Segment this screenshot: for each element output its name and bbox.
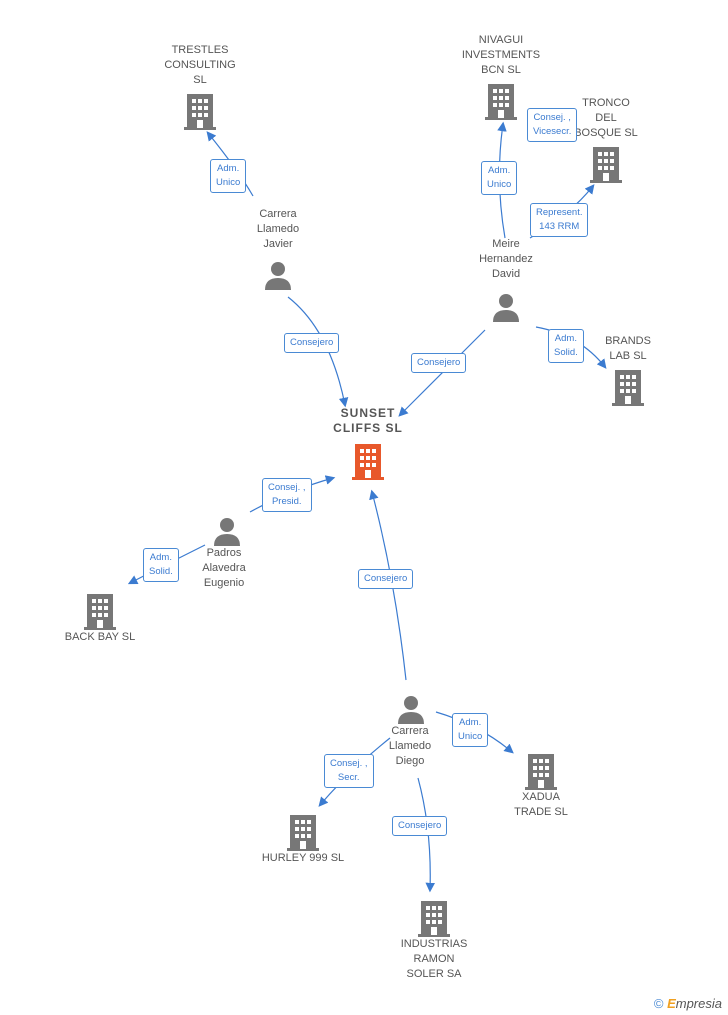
node-label: HURLEY 999 SL xyxy=(261,852,345,864)
node-carrera-llamedo-javier[interactable]: Carrera Llamedo Javier xyxy=(240,207,316,290)
node-label: Meire Hernandez David xyxy=(479,238,533,280)
person-icon xyxy=(493,294,519,322)
copyright-icon: © xyxy=(653,996,664,1011)
node-trestles-consulting[interactable]: TRESTLES CONSULTING SL xyxy=(150,43,250,130)
building-icon xyxy=(485,84,517,120)
edge-badge-adm-solid[interactable]: Adm. Solid. xyxy=(548,329,584,363)
node-tronco-del-bosque[interactable]: TRONCO DEL BOSQUE SL xyxy=(560,96,652,183)
node-back-bay[interactable]: BACK BAY SL xyxy=(50,592,150,645)
edge-badge-adm-unico[interactable]: Adm. Unico xyxy=(481,161,518,195)
edge-badge-consejero[interactable]: Consejero xyxy=(358,569,414,589)
node-meire-hernandez-david[interactable]: Meire Hernandez David xyxy=(466,237,546,322)
node-label: BACK BAY SL xyxy=(64,631,136,643)
building-icon xyxy=(525,754,557,790)
node-sunset-cliffs[interactable]: SUNSET CLIFFS SL xyxy=(318,406,418,480)
node-label: TRONCO DEL BOSQUE SL xyxy=(574,97,638,139)
node-label: SUNSET CLIFFS SL xyxy=(333,406,403,435)
node-label: INDUSTRIAS RAMON SOLER SA xyxy=(400,938,468,980)
person-icon xyxy=(265,262,291,290)
person-icon xyxy=(398,696,424,724)
node-carrera-llamedo-diego[interactable]: Carrera Llamedo Diego xyxy=(372,694,448,769)
building-icon xyxy=(84,594,116,630)
edge-badge-consejero[interactable]: Consejero xyxy=(411,353,467,373)
edge-badge-consejero[interactable]: Consejero xyxy=(392,816,448,836)
edge-badge-represent[interactable]: Represent. 143 RRM xyxy=(530,203,589,237)
edge-meire-sunset xyxy=(398,329,486,417)
node-label: Padros Alavedra Eugenio xyxy=(202,547,246,589)
node-nivagui-investments[interactable]: NIVAGUI INVESTMENTS BCN SL xyxy=(450,33,552,120)
building-icon xyxy=(612,370,644,406)
node-industrias-ramon-soler[interactable]: INDUSTRIAS RAMON SOLER SA xyxy=(384,899,484,982)
building-icon xyxy=(352,444,384,480)
node-brands-lab[interactable]: BRANDS LAB SL xyxy=(588,334,668,406)
building-icon xyxy=(184,94,216,130)
building-icon xyxy=(590,147,622,183)
node-label: XADUA TRADE SL xyxy=(514,791,568,818)
edge-badge-consej-vicesecr[interactable]: Consej. , Vicesecr. xyxy=(527,108,578,142)
edge-badge-consejero[interactable]: Consejero xyxy=(284,333,340,353)
edge-badge-consej-presid[interactable]: Consej. , Presid. xyxy=(262,478,312,512)
edge-badge-adm-solid[interactable]: Adm. Solid. xyxy=(143,548,179,582)
node-label: TRESTLES CONSULTING SL xyxy=(164,44,236,86)
brand-logo-text: mpresia xyxy=(675,996,722,1011)
node-label: Carrera Llamedo Diego xyxy=(388,725,432,767)
person-icon xyxy=(214,518,240,546)
node-xadua-trade[interactable]: XADUA TRADE SL xyxy=(500,752,582,820)
brand-logo-letter: E xyxy=(667,996,676,1011)
node-label: BRANDS LAB SL xyxy=(605,335,651,362)
edge-badge-adm-unico[interactable]: Adm. Unico xyxy=(452,713,489,747)
node-hurley-999[interactable]: HURLEY 999 SL xyxy=(248,813,358,866)
edge-badge-adm-unico[interactable]: Adm. Unico xyxy=(210,159,247,193)
node-label: NIVAGUI INVESTMENTS BCN SL xyxy=(461,34,541,76)
node-padros-alavedra-eugenio[interactable]: Padros Alavedra Eugenio xyxy=(186,516,262,591)
edge-badge-consej-secr[interactable]: Consej. , Secr. xyxy=(324,754,374,788)
building-icon xyxy=(418,901,450,937)
brand-footer: © Empresia xyxy=(654,996,722,1011)
building-icon xyxy=(287,815,319,851)
node-label: Carrera Llamedo Javier xyxy=(256,208,300,250)
